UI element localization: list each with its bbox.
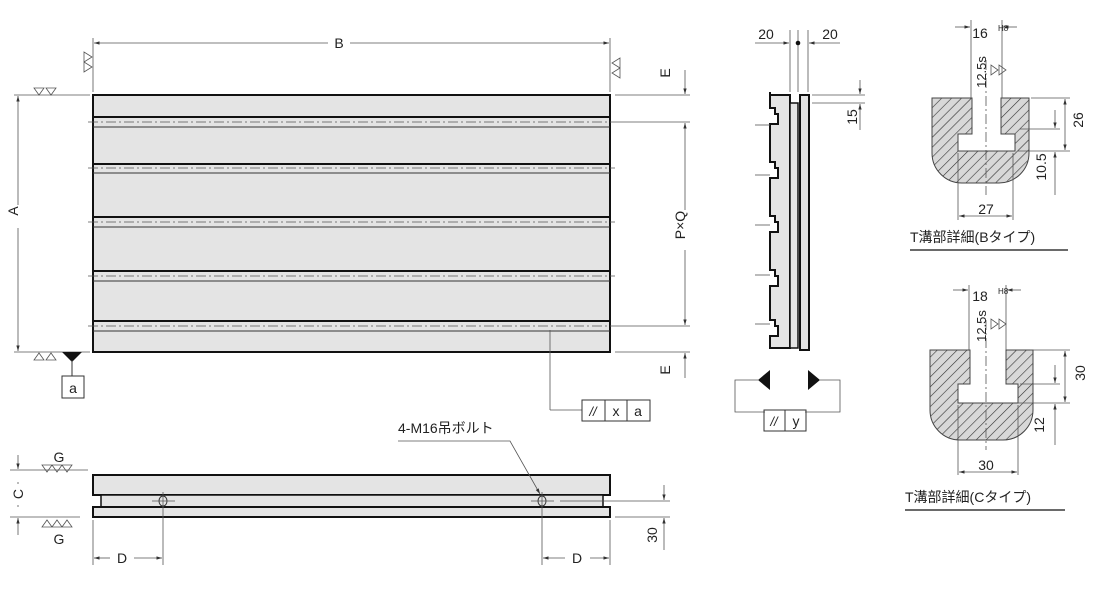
dim-label-20-left: 20: [758, 26, 774, 42]
slot-detail-b-finish: 12.5s: [974, 56, 989, 88]
finish-mark-icon: [990, 318, 1007, 330]
dimension-b: B: [92, 35, 611, 92]
side-view-dim-slot-offset: 15: [844, 109, 860, 125]
caption-c-type: T溝部詳細(Cタイプ): [905, 489, 1031, 505]
finish-mark-icon: [611, 57, 621, 79]
slot-detail-b-bottom-width: 27: [978, 201, 994, 217]
slot-detail-b-width: 16: [972, 25, 988, 41]
t-slot: [88, 116, 615, 128]
slot-detail-b-depth: 26: [1070, 112, 1086, 128]
slot-detail-c-depth: 30: [1072, 365, 1088, 381]
front-view: B A a E P×Q E: [5, 35, 690, 422]
lifting-bolt: [152, 492, 175, 565]
datum-triangle-icon: [62, 352, 82, 362]
table-plate: [92, 94, 611, 353]
finish-mark-icon: [41, 464, 73, 473]
front-view-tolerance-frame-symbol: //: [588, 404, 598, 419]
dim-label-20-right: 20: [822, 26, 838, 42]
slot-detail-c-bottom-width: 30: [978, 457, 994, 473]
slot-detail-b-width-tol: H8: [998, 24, 1009, 33]
finish-mark-icon: [33, 87, 57, 96]
side-view-tolerance-frame-value: y: [793, 413, 800, 429]
side-plate-tslotted: [769, 92, 791, 349]
tolerance-frame-y: // y: [763, 409, 807, 432]
slot-detail-c-width: 18: [972, 288, 988, 304]
finish-mark-icon: [41, 519, 73, 528]
t-slot: [93, 163, 610, 174]
datum-triangle-icon: [808, 370, 820, 390]
front-view-tolerance-frame-value: x: [613, 403, 620, 419]
finish-mark-icon: [83, 51, 93, 73]
t-slots: [88, 116, 615, 332]
front-view-dim-edge-top: E: [657, 68, 673, 77]
datum-box: [61, 375, 85, 399]
t-slot-detail-c: 18 H8 12.5s 30 12 30 T溝部詳細(Cタイプ): [905, 285, 1088, 511]
bottom-view-finish-top: G: [54, 449, 65, 465]
side-view: 20 20 15 // y: [734, 26, 865, 432]
front-view-dim-height: A: [5, 206, 21, 216]
slot-detail-c-finish: 12.5s: [974, 310, 989, 342]
lifting-bolt: [531, 492, 554, 565]
finish-mark-icon: [33, 352, 57, 361]
t-slot-detail-b: 16 H8 12.5s 26 10.5 27 T溝部詳細(Bタイプ): [910, 20, 1086, 251]
bottom-view: 4-M16吊ボルト G G C D D 30: [10, 420, 670, 566]
finish-mark-icon: [990, 64, 1007, 76]
bottom-view-dim-bolt-right: D: [572, 550, 582, 566]
datum-label: a: [69, 380, 77, 396]
slot-detail-c-width-tol: H8: [998, 287, 1009, 296]
slot-detail-b-neck: 10.5: [1033, 153, 1049, 180]
datum-triangle-icon: [758, 370, 770, 390]
bolt-label: 4-M16吊ボルト: [398, 420, 494, 436]
front-view-dim-edge-bottom: E: [657, 365, 673, 374]
bottom-view-dim-bolt-height: 30: [644, 527, 660, 543]
dimension-a: A: [5, 94, 90, 353]
bottom-view-finish-bottom: G: [54, 531, 65, 547]
caption-b-type: T溝部詳細(Bタイプ): [910, 229, 1035, 245]
front-view-dim-pitch: P×Q: [672, 211, 688, 240]
t-slot: [88, 270, 615, 282]
t-slot: [88, 216, 615, 228]
front-view-tolerance-frame-datum: a: [634, 403, 642, 419]
dimension-e-pq: E P×Q E: [615, 68, 690, 378]
bottom-view-dim-thickness: C: [10, 489, 26, 499]
tolerance-frame-x: // x a: [549, 330, 651, 422]
side-view-tolerance-frame-symbol: //: [769, 414, 779, 429]
bottom-view-dim-bolt-left: D: [117, 550, 127, 566]
slot-detail-c-neck: 12: [1031, 417, 1047, 433]
dim-label-b: B: [334, 35, 343, 51]
t-slot: [88, 320, 615, 332]
